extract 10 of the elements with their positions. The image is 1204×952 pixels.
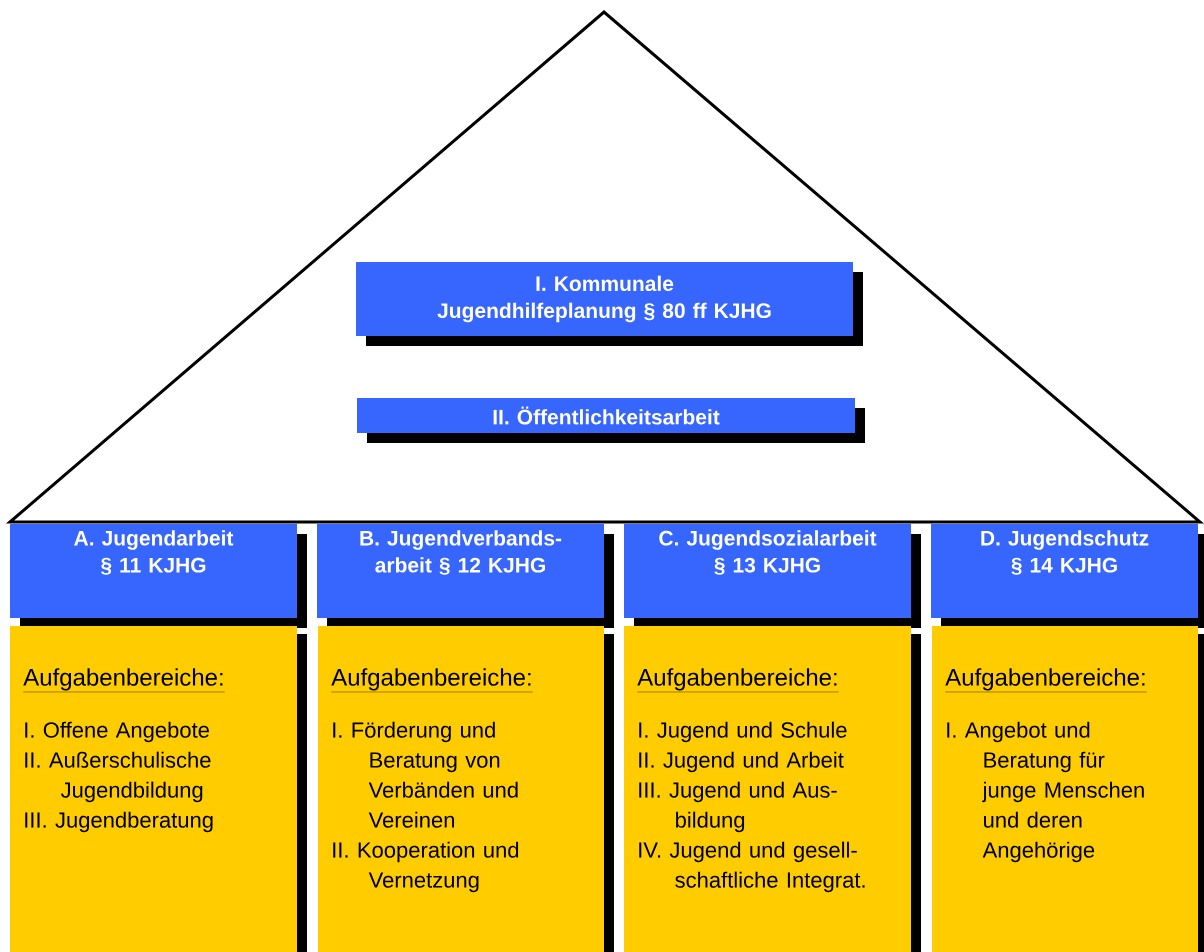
header-box: A. Jugendarbeit § 11 KJHG xyxy=(10,524,307,628)
task-box: Aufgabenbereiche: I. Angebot und Beratung für junge Menschen und deren Angehörige xyxy=(932,626,1204,952)
title-box: I. Kommunale Jugendhilfeplanung § 80 ff KJHG xyxy=(356,262,863,346)
header-box: B. Jugendverbands- arbeit § 12 KJHG xyxy=(317,524,614,628)
task-box: Aufgabenbereiche: I. Jugend und Schule II. Jugend und Arbeit III. Jugend und Aus- bildung IV. Jugend und gesell- schaftliche Integrat. xyxy=(624,626,921,952)
title-box: II. Öffentlichkeitsarbeit xyxy=(357,398,865,443)
header-box: D. Jugendschutz § 14 KJHG xyxy=(931,524,1204,628)
task-box: Aufgabenbereiche: I. Förderung und Beratung von Verbänden und Vereinen II. Kooperation und Vernetzung xyxy=(318,626,614,952)
header-box: C. Jugendsozialarbeit § 13 KJHG xyxy=(624,524,921,628)
task-box: Aufgabenbereiche: I. Offene Angebote II. Außerschulische Jugendbildung III. Jugendberatung xyxy=(10,626,307,952)
